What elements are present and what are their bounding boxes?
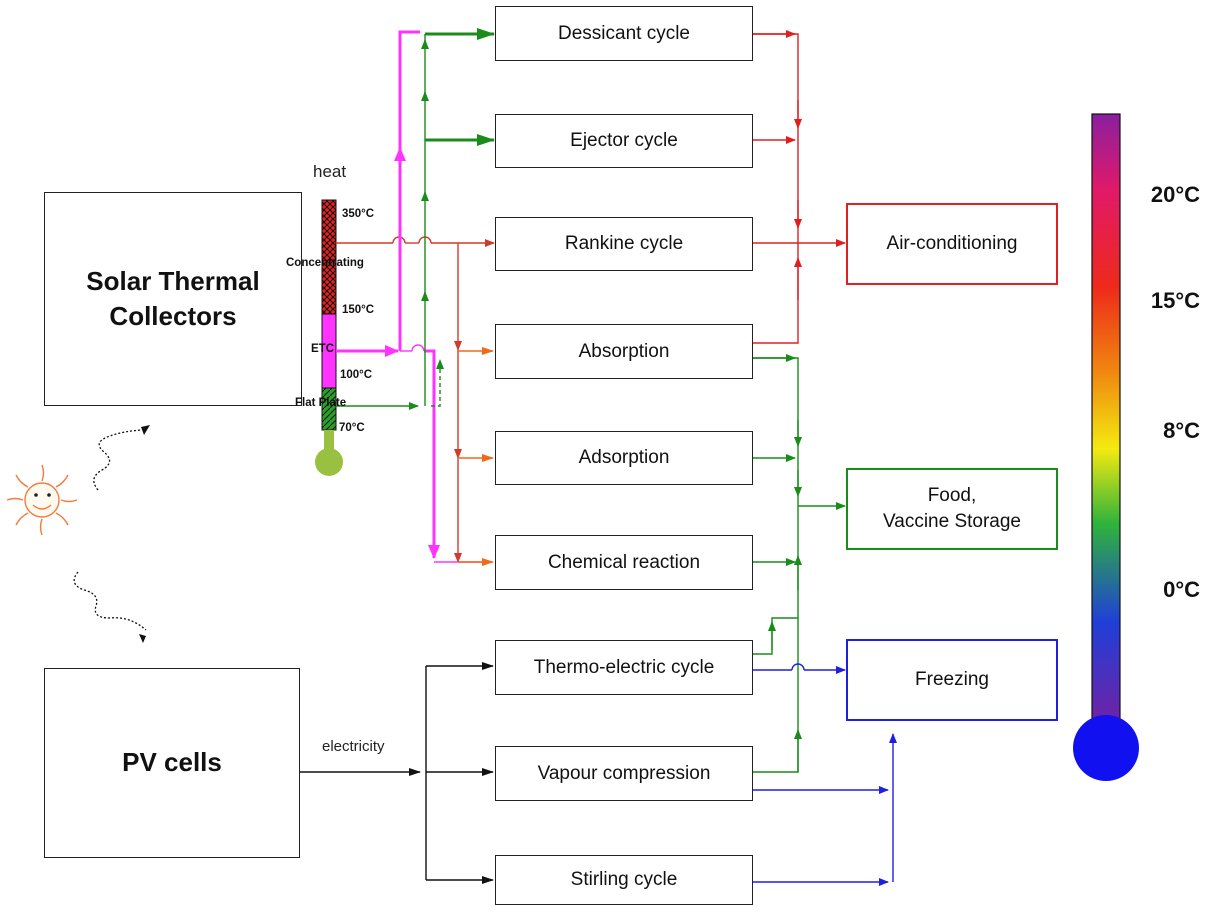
food-vaccine-storage-box: Food, Vaccine Storage xyxy=(846,468,1058,550)
temp-350-label: 350°C xyxy=(342,208,375,220)
sun-icon xyxy=(6,464,78,536)
scale-0c-label: 0°C xyxy=(1163,577,1200,602)
absorption-box: Absorption xyxy=(495,324,753,379)
adsorption-box: Adsorption xyxy=(495,431,753,485)
chemical-reaction-box: Chemical reaction xyxy=(495,535,753,590)
electricity-flows xyxy=(300,662,494,884)
radiation-to-pv xyxy=(73,571,147,631)
temp-70-label: 70°C xyxy=(339,422,365,434)
solar-thermal-collectors-box: Solar Thermal Collectors xyxy=(44,192,302,406)
scale-8c-label: 8°C xyxy=(1163,418,1200,443)
heat-label: heat xyxy=(313,162,347,181)
concentrating-label: Concentrating xyxy=(286,257,364,269)
temp-100-label: 100°C xyxy=(340,369,373,381)
air-conditioning-flows xyxy=(753,30,846,344)
temp-150-label: 150°C xyxy=(342,304,375,316)
absorption-feeds xyxy=(458,347,494,566)
collector-thermometer xyxy=(315,199,343,476)
scale-15c-label: 15°C xyxy=(1150,288,1200,313)
temperature-scale xyxy=(1073,113,1139,781)
dessicant-cycle-box: Dessicant cycle xyxy=(495,6,753,61)
food-storage-flows xyxy=(753,354,846,773)
scale-20c-label: 20°C xyxy=(1150,182,1200,207)
freezing-box: Freezing xyxy=(846,639,1058,721)
concentrating-flows xyxy=(336,236,495,563)
etc-flows xyxy=(336,30,490,563)
electricity-label: electricity xyxy=(322,738,385,755)
rankine-cycle-box: Rankine cycle xyxy=(495,217,753,271)
air-conditioning-box: Air-conditioning xyxy=(846,203,1058,285)
thermo-electric-cycle-box: Thermo-electric cycle xyxy=(495,640,753,695)
etc-label: ETC xyxy=(311,343,334,355)
flat-plate-flows xyxy=(336,28,495,410)
stirling-cycle-box: Stirling cycle xyxy=(495,855,753,905)
vapour-compression-box: Vapour compression xyxy=(495,746,753,801)
freezing-flows xyxy=(753,663,897,886)
flat-plate-label: Flat Plate xyxy=(295,397,347,409)
radiation-to-thermal xyxy=(93,429,143,491)
ejector-cycle-box: Ejector cycle xyxy=(495,114,753,168)
pv-cells-box: PV cells xyxy=(44,668,300,858)
